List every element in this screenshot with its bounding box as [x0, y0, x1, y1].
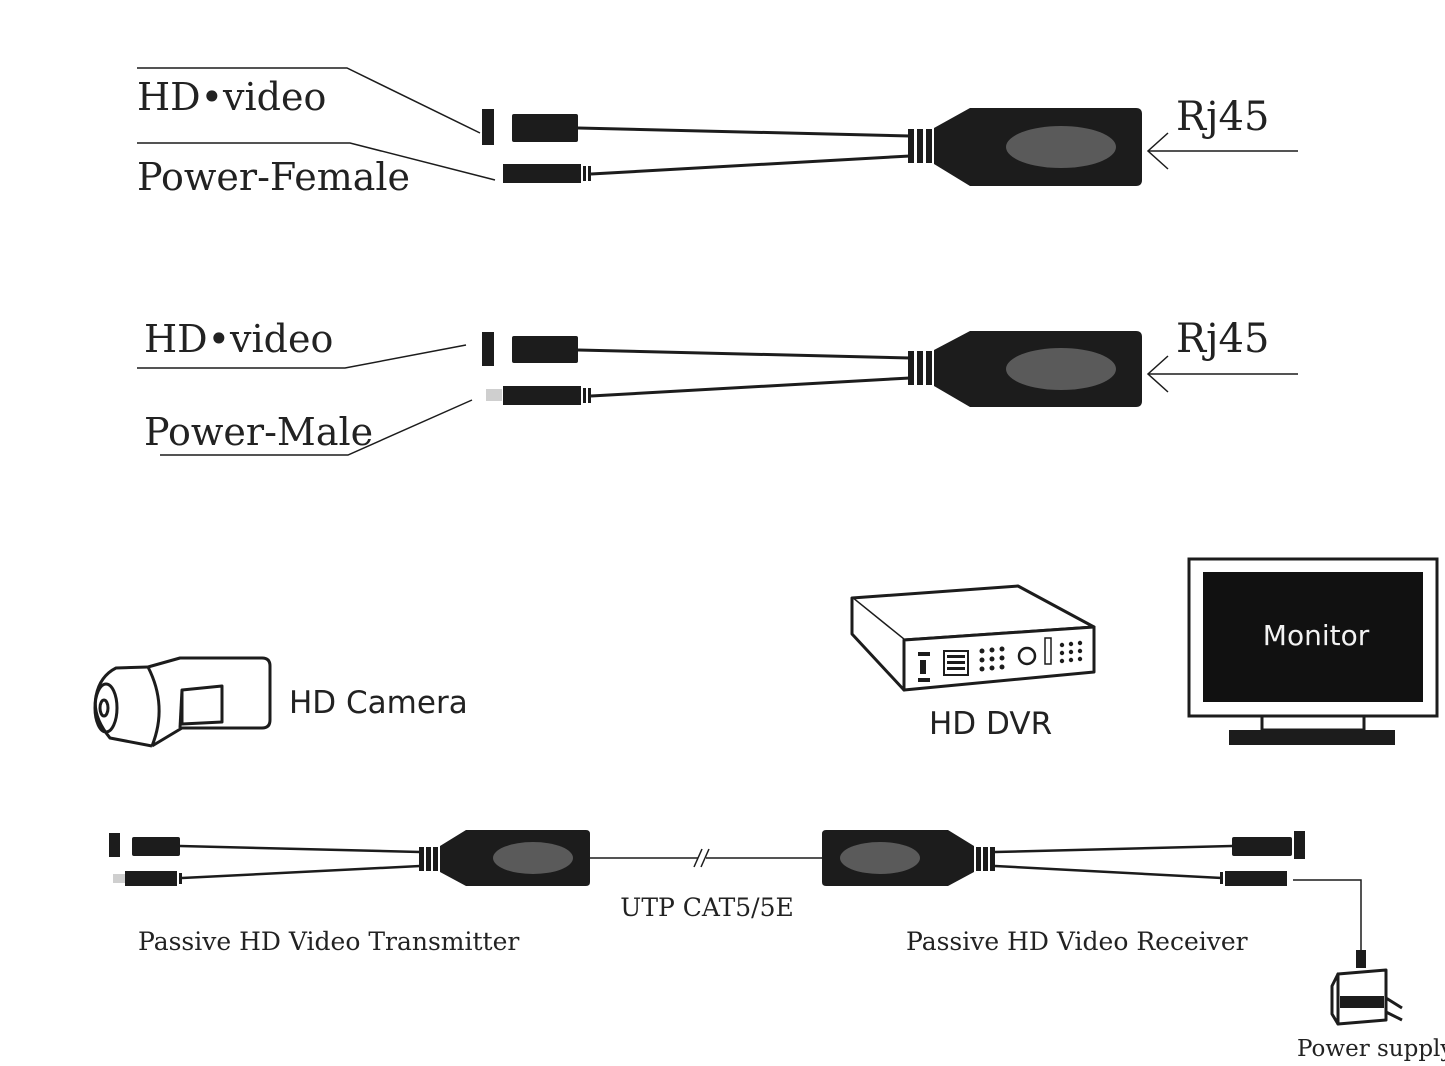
balun-body	[822, 830, 995, 886]
power-cable	[181, 864, 421, 880]
balun-body	[908, 108, 1142, 186]
middle-rj45-label: Rj45	[1176, 316, 1269, 362]
power-cable	[590, 376, 911, 398]
middle-video-label: HD•video	[144, 317, 333, 361]
bnc-connector	[1232, 831, 1305, 859]
hd-camera: HD Camera	[93, 656, 468, 748]
dvr-label: HD DVR	[929, 706, 1052, 742]
power-leader-line	[137, 142, 496, 181]
dc-female-connector	[503, 164, 591, 183]
monitor-screen	[1203, 572, 1423, 702]
monitor-stand	[1229, 730, 1395, 745]
power-supply-cable	[1293, 879, 1362, 952]
dc-male-connector	[113, 871, 182, 886]
top-power-label: Power-Female	[137, 155, 410, 199]
rj45-arrow	[1146, 132, 1298, 170]
power-cable	[590, 154, 911, 176]
power-supply: Power supply	[1293, 879, 1445, 1062]
balun-oval	[1006, 348, 1116, 390]
monitor: Monitor	[1187, 557, 1439, 745]
cable-label: UTP CAT5/5E	[620, 893, 794, 922]
balun-oval	[840, 842, 920, 874]
receiver-label: Passive HD Video Receiver	[906, 927, 1248, 956]
camera-icon	[93, 656, 272, 748]
power-leader-line	[160, 399, 473, 456]
dvr-front-panel	[918, 637, 1083, 682]
video-cable	[577, 126, 911, 138]
video-cable	[994, 844, 1233, 854]
top-adapter: HD•video Power-Female Rj45	[137, 67, 1298, 199]
video-cable	[179, 844, 421, 854]
transmitter: Passive HD Video Transmitter	[109, 830, 590, 956]
utp-cable: UTP CAT5/5E	[590, 848, 822, 922]
balun-body	[908, 331, 1142, 407]
receiver: Passive HD Video Receiver	[822, 830, 1305, 956]
dc-male-connector	[486, 386, 591, 405]
camera-label: HD Camera	[289, 685, 468, 721]
middle-power-label: Power-Male	[144, 410, 373, 454]
bnc-connector	[109, 833, 180, 857]
rj45-arrow	[1146, 355, 1298, 393]
balun-oval	[493, 842, 573, 874]
dvr-icon	[850, 584, 1096, 692]
hd-dvr: HD DVR	[850, 584, 1096, 742]
power-cable	[994, 864, 1223, 880]
top-rj45-label: Rj45	[1176, 94, 1269, 140]
balun-body	[419, 830, 590, 886]
monitor-label: Monitor	[1263, 619, 1370, 652]
video-cable	[577, 348, 911, 360]
top-video-label: HD•video	[137, 75, 326, 119]
power-adapter-icon	[1330, 968, 1403, 1026]
middle-adapter: HD•video Power-Male Rj45	[137, 316, 1298, 456]
bnc-connector	[482, 332, 578, 366]
bnc-connector	[482, 109, 578, 145]
cable-break-mark	[700, 848, 710, 868]
power-supply-label: Power supply	[1297, 1036, 1445, 1062]
video-leader-line	[137, 67, 481, 134]
dc-female-connector	[1220, 871, 1287, 886]
balun-oval	[1006, 126, 1116, 168]
video-leader-line	[137, 344, 467, 369]
cable-break-mark	[693, 848, 703, 868]
transmitter-label: Passive HD Video Transmitter	[138, 927, 519, 956]
monitor-neck	[1260, 714, 1366, 732]
